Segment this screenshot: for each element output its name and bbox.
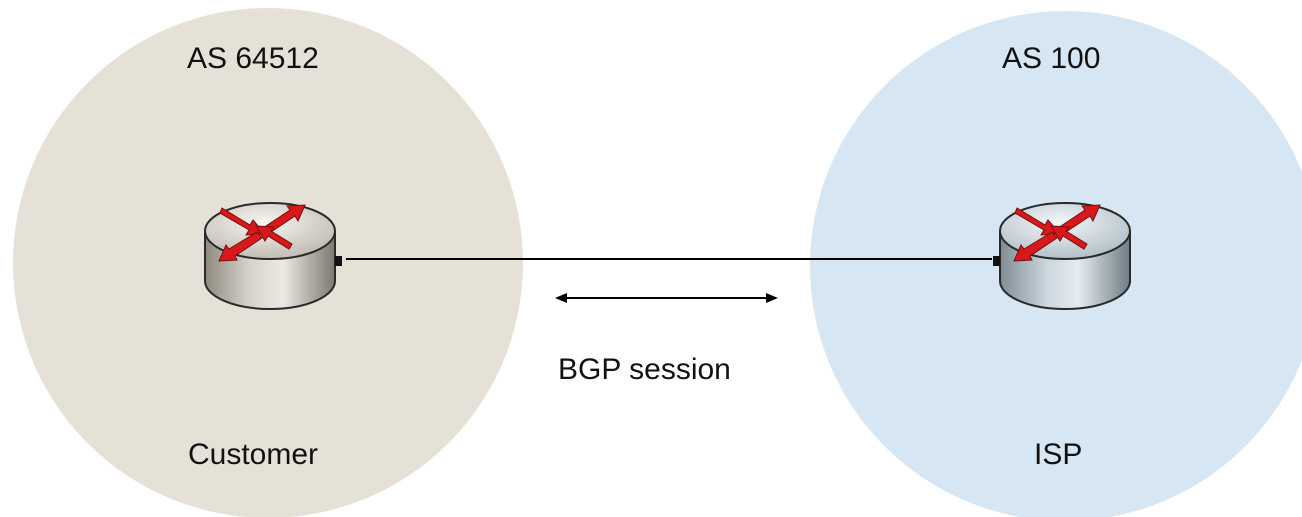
as-100-label: AS 100	[1002, 42, 1101, 75]
bgp-session-label: BGP session	[558, 353, 731, 386]
as-64512-label: AS 64512	[187, 42, 319, 75]
isp-label: ISP	[1034, 438, 1083, 471]
router-icon	[993, 202, 1131, 310]
router-icon	[204, 202, 342, 310]
customer-label: Customer	[188, 438, 319, 471]
